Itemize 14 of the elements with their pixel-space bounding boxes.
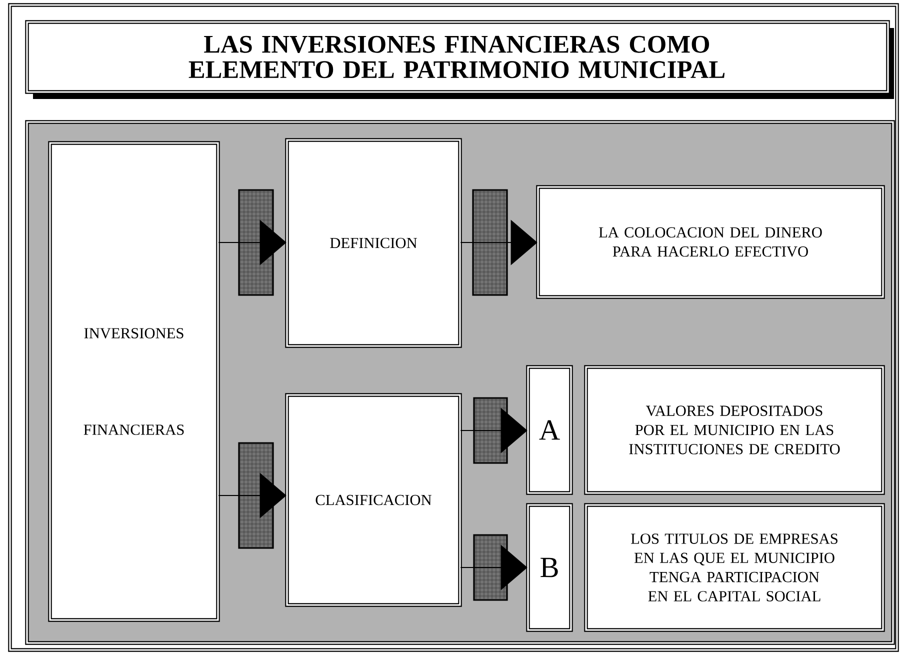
text-box: VALORES DEPOSITADOS POR EL MUNICIPIO EN LAS INSTITUCIONES DE CREDITO (584, 365, 885, 495)
text-box: INVERSIONES FINANCIERAS (48, 141, 220, 622)
arrow (460, 189, 538, 296)
text-box: A (526, 365, 573, 495)
text-box: B (526, 503, 573, 632)
text-box: DEFINICION (285, 138, 462, 348)
title-box: LAS INVERSIONES FINANCIERAS COMO ELEMENTO DEL PATRIMONIO MUNICIPAL (25, 20, 894, 99)
text-box: CLASIFICACION (285, 393, 462, 607)
arrow (218, 189, 286, 296)
text-box: LA COLOCACION DEL DINERO PARA HACERLO EFECTIVO (536, 185, 885, 299)
text-box: LOS TITULOS DE EMPRESAS EN LAS QUE EL MUNICIPIO TENGA PARTICIPACION EN EL CAPITAL SOCIAL (584, 503, 885, 632)
arrow (460, 397, 528, 464)
arrow (218, 442, 286, 549)
arrow (460, 534, 528, 601)
